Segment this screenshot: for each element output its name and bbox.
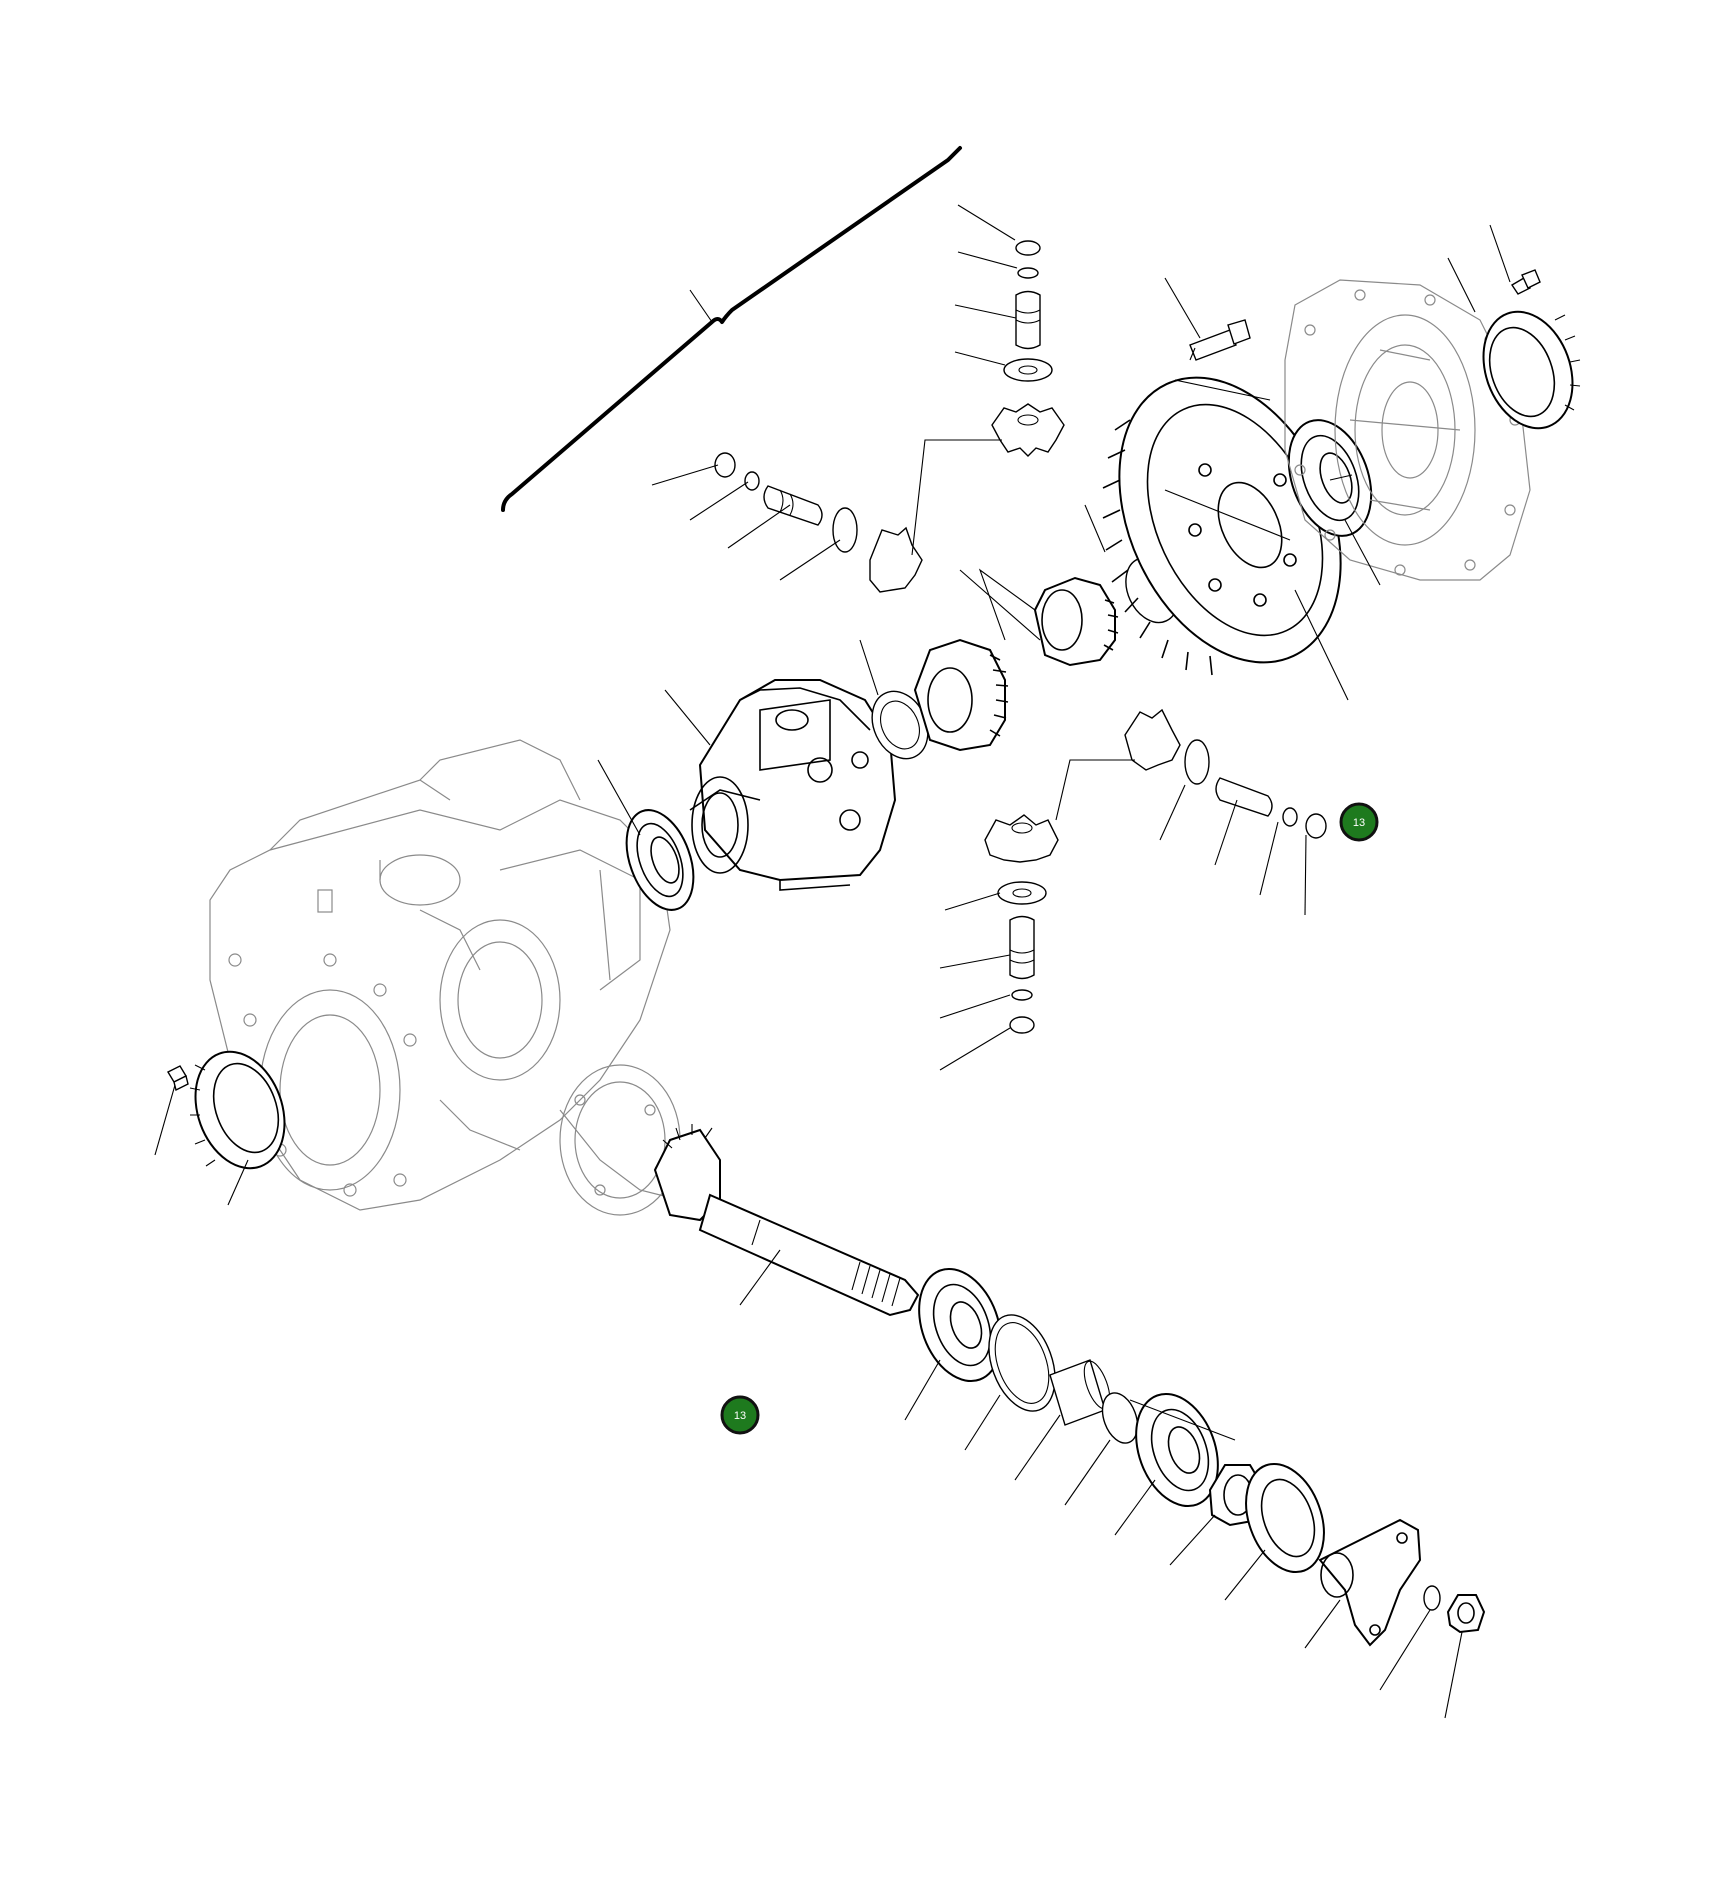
pinion-seal [1245,1462,1325,1574]
case-bearing-right [1287,419,1373,537]
reference-badge-lower[interactable]: 13 [720,1395,760,1435]
spider-gear-top [991,403,1065,457]
pin-right [1215,777,1273,817]
snap-ring-bottom [1009,1016,1035,1034]
pin-bottom [1009,915,1035,980]
upper-spider-assembly [991,240,1065,457]
badge-label: 13 [734,1410,746,1422]
spider-gear-bottom [984,814,1059,863]
adjusting-nut-left [189,1050,286,1170]
thrust-washer-top [1003,358,1053,382]
leader-lines [154,204,1511,1719]
badge-circle [1339,802,1379,842]
o-ring-left [744,471,760,491]
lock-screw-right [1511,269,1541,295]
snap-ring-left [714,452,736,478]
pinion-gear-shaft [653,1124,920,1317]
right-spider-assembly [1124,708,1327,839]
pinion-bearing-outer [1135,1392,1219,1508]
pinion-bearing-inner [918,1267,1002,1383]
reference-badge-upper[interactable]: 13 [1339,802,1379,842]
lock-screw-left [167,1065,189,1092]
flange-o-ring [1423,1585,1441,1611]
case-bearing-left [625,809,695,911]
badge-label: 13 [1353,817,1365,829]
snap-ring-right [1305,813,1327,839]
bearing-carrier-housing [1284,279,1531,581]
pinion-flange-yoke [1318,1518,1422,1647]
o-ring-bottom [1011,989,1033,1001]
badge-circle [720,1395,760,1435]
axle-housing [209,739,681,1216]
thrust-washer-bottom [997,881,1047,905]
adjusting-nut-right [1482,310,1581,430]
pinion-shim [988,1314,1056,1412]
thrust-washer-right [1184,739,1210,785]
thrust-washer-left [832,507,858,553]
flange-nut [1446,1594,1486,1634]
side-gear-right [1033,576,1119,667]
pinion-spacer [1049,1359,1106,1426]
group-brace [501,146,962,512]
ring-gear-bolt [1189,319,1251,361]
side-gear-left [913,638,1009,752]
snap-ring-top [1015,240,1041,256]
differential-case [689,679,897,891]
lower-spider-assembly [984,814,1059,1034]
spider-gear-left [869,526,923,593]
pinion-seal-ring [1101,1392,1139,1444]
spider-gear-right [1124,708,1181,771]
o-ring-top [1017,267,1039,279]
o-ring-right [1282,807,1298,827]
left-spider-assembly [714,452,923,593]
pin-top [1015,290,1041,350]
